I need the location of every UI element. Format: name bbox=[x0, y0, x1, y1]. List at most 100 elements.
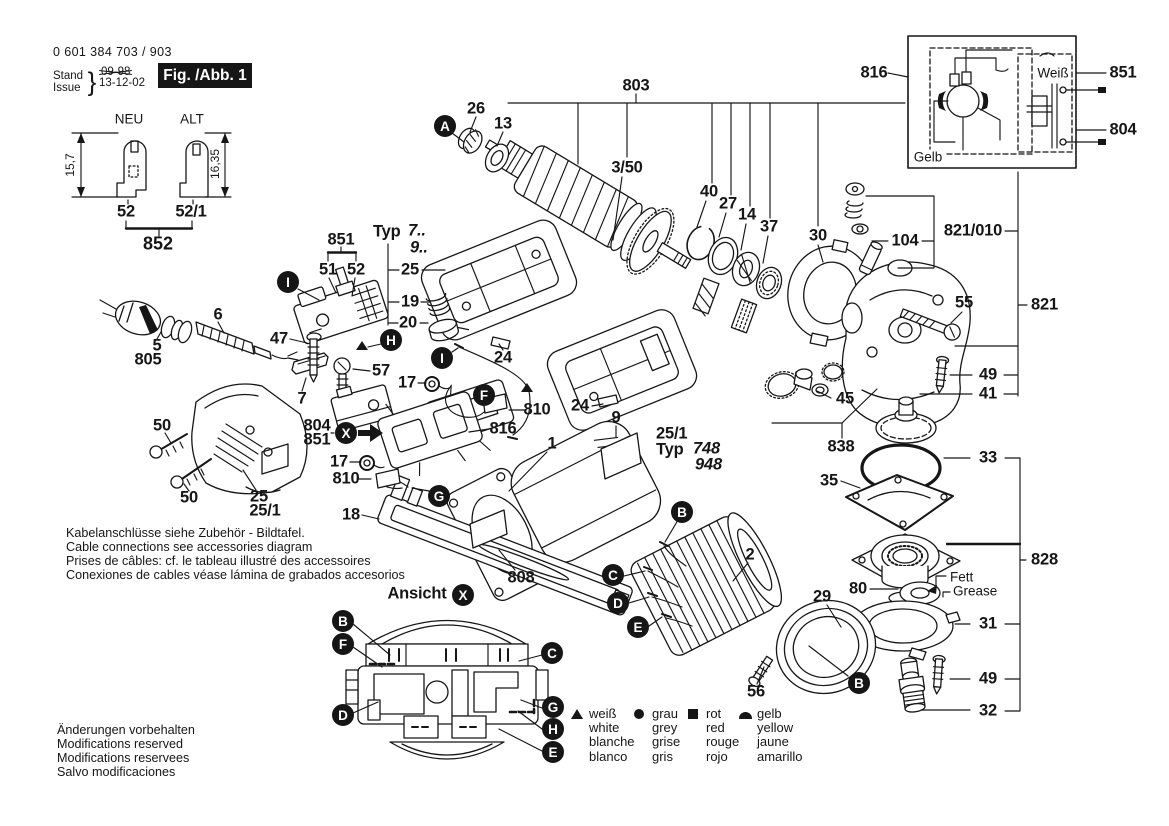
neu-alt-inset-drawing bbox=[71, 132, 232, 198]
callout-31: 31 bbox=[979, 614, 997, 633]
circle-letter-H-view: H bbox=[542, 718, 564, 740]
callout-20: 20 bbox=[399, 313, 417, 332]
callout-56: 56 bbox=[747, 682, 765, 701]
typ-upper-v2: 9.. bbox=[410, 238, 428, 257]
callout-49a: 49 bbox=[979, 365, 997, 384]
legend-term: blanco bbox=[589, 748, 628, 764]
callout-804b: 804 bbox=[303, 416, 331, 435]
legend-term: amarillo bbox=[757, 748, 803, 764]
callout-6: 6 bbox=[213, 305, 223, 324]
circle-letter-C-view: C bbox=[541, 642, 563, 664]
note-line: Kabelanschlüsse siehe Zubehör - Bildtafe… bbox=[66, 526, 305, 540]
legend-term: gelb bbox=[757, 706, 782, 721]
note-line: Modifications reservees bbox=[57, 751, 190, 765]
legend-term: rot bbox=[706, 706, 722, 721]
note-line: Salvo modificaciones bbox=[57, 765, 176, 779]
circle-letter-G-wire: G bbox=[428, 485, 450, 507]
callout-27: 27 bbox=[719, 194, 737, 213]
date-old: 09-98 bbox=[101, 66, 131, 78]
nut-26-drawing bbox=[457, 127, 483, 154]
circle-letter-A-ring: B bbox=[848, 672, 870, 694]
stand-label: Stand bbox=[53, 70, 84, 82]
legend-term: grise bbox=[652, 734, 681, 750]
callout-821: 821 bbox=[1031, 295, 1058, 314]
callout-104: 104 bbox=[891, 231, 919, 250]
circle-letter-G-view: G bbox=[542, 696, 564, 718]
callout-1: 1 bbox=[547, 434, 557, 453]
bearing-train-drawing bbox=[686, 225, 783, 334]
callout-25b: 25 bbox=[250, 487, 268, 506]
callout-852: 852 bbox=[142, 233, 174, 254]
callout-851b: 851 bbox=[303, 430, 331, 449]
legend-term: weiß bbox=[589, 706, 617, 721]
circle-letter-F-view: F bbox=[332, 633, 354, 655]
screw-55-drawing bbox=[899, 308, 961, 341]
callout-29: 29 bbox=[813, 587, 831, 606]
callout-40: 40 bbox=[700, 182, 718, 201]
callout-828: 828 bbox=[1031, 550, 1058, 569]
callout-19: 19 bbox=[401, 292, 419, 311]
neu-label: NEU bbox=[114, 111, 144, 127]
callout-37: 37 bbox=[760, 217, 778, 236]
clamp-ring-31-drawing bbox=[841, 600, 961, 661]
date-new: 13-12-02 bbox=[99, 77, 146, 89]
figure-badge: Fig. /Abb. 1 bbox=[158, 63, 252, 88]
screw-49a-drawing bbox=[934, 355, 950, 394]
callout-24b: 24 bbox=[571, 396, 589, 415]
dim-alt: 16,35 bbox=[208, 148, 222, 180]
leader-lines bbox=[124, 72, 1107, 752]
typ-lower-label: Typ bbox=[656, 440, 684, 459]
label-plate-drawing bbox=[469, 432, 642, 549]
callout-52-1-alt: 52/1 bbox=[175, 202, 207, 221]
alt-label: ALT bbox=[180, 111, 204, 127]
callout-26: 26 bbox=[467, 99, 485, 118]
wires-drawing bbox=[359, 336, 693, 627]
red-square-icon bbox=[688, 709, 698, 720]
callout-17b: 17 bbox=[330, 452, 348, 471]
callout-816a: 816 bbox=[489, 419, 517, 438]
circle-letter-A-armature: A bbox=[434, 115, 456, 137]
callout-851a: 851 bbox=[327, 230, 355, 249]
callout-30: 30 bbox=[809, 226, 827, 245]
note-line: Änderungen vorbehalten bbox=[57, 723, 195, 737]
callout-41: 41 bbox=[979, 384, 997, 403]
circle-letter-I-wire: I bbox=[431, 347, 453, 369]
callout-838: 838 bbox=[827, 437, 855, 456]
note-line: Conexiones de cables véase lámina de gra… bbox=[66, 568, 405, 582]
legend-term: grey bbox=[652, 720, 678, 736]
switch-block-drawing bbox=[330, 384, 394, 432]
grease-label: Grease bbox=[953, 583, 998, 599]
callout-52-neu: 52 bbox=[117, 202, 135, 221]
issue-label: Issue bbox=[53, 82, 81, 94]
spindle-32-drawing bbox=[898, 657, 926, 713]
legend-term: grau bbox=[652, 706, 679, 721]
legend-term: yellow bbox=[757, 720, 794, 736]
legend-term: white bbox=[589, 720, 620, 736]
legend-col-white: weiß white blanche blanco bbox=[571, 706, 635, 764]
callout-7: 7 bbox=[297, 389, 307, 408]
ansicht-label: Ansicht bbox=[387, 584, 447, 603]
legend-col-red: rot red rouge rojo bbox=[688, 706, 739, 764]
callout-808: 808 bbox=[507, 568, 535, 587]
callout-49b: 49 bbox=[979, 669, 997, 688]
switch-drawing bbox=[293, 266, 389, 345]
circle-letter-B-stator: B bbox=[671, 501, 693, 523]
note-line: Prises de câbles: cf. le tableau illustr… bbox=[66, 554, 371, 568]
legend-term: jaune bbox=[757, 734, 789, 750]
armature-drawing bbox=[484, 139, 692, 275]
bracket-and-screws-drawing bbox=[291, 332, 351, 392]
note-line: Cable connections see accessories diagra… bbox=[66, 540, 313, 554]
circle-letter-I-switch: I bbox=[277, 271, 299, 293]
white-triangle-icon bbox=[571, 709, 583, 720]
callout-821-010: 821/010 bbox=[943, 221, 1003, 240]
callout-57: 57 bbox=[372, 361, 390, 380]
callout-47: 47 bbox=[270, 329, 288, 348]
callout-18: 18 bbox=[342, 505, 360, 524]
callout-14: 14 bbox=[738, 205, 756, 224]
callout-805: 805 bbox=[134, 350, 162, 369]
callout-45: 45 bbox=[836, 389, 854, 408]
part-number: 0 601 384 703 / 903 bbox=[53, 45, 172, 59]
callout-9: 9 bbox=[611, 408, 621, 427]
yellow-halfcircle-icon bbox=[739, 712, 752, 720]
stator-drawing bbox=[630, 512, 783, 656]
